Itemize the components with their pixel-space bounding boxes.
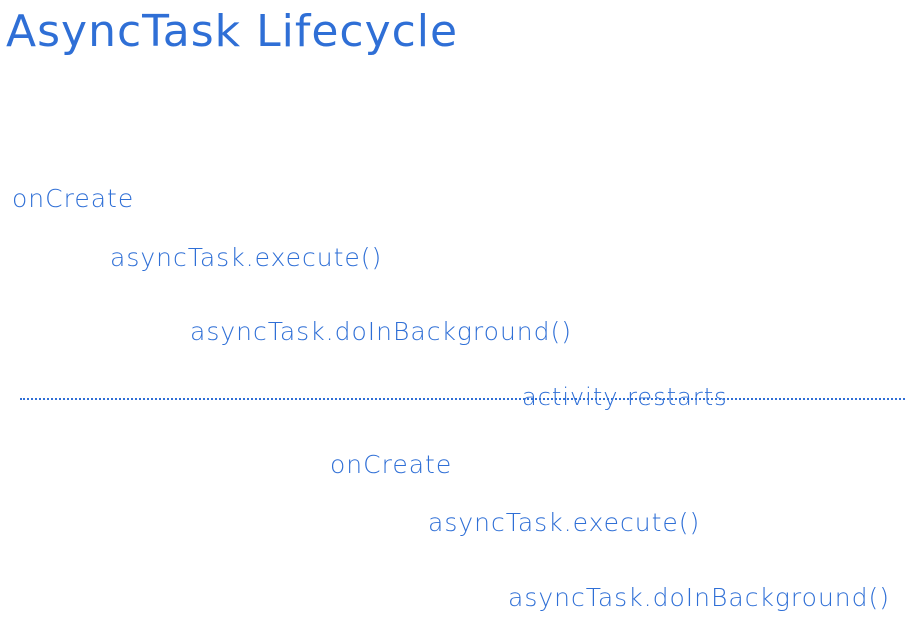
step-oncreate-second: onCreate bbox=[330, 450, 453, 479]
step-doinbackground-second: asyncTask.doInBackground() bbox=[508, 583, 891, 612]
step-execute-first: asyncTask.execute() bbox=[110, 243, 383, 272]
restart-divider-line bbox=[20, 398, 905, 400]
diagram-title: AsyncTask Lifecycle bbox=[6, 6, 459, 57]
activity-restarts-label: activity restarts bbox=[522, 383, 728, 411]
step-doinbackground-first: asyncTask.doInBackground() bbox=[190, 317, 573, 346]
step-execute-second: asyncTask.execute() bbox=[428, 508, 701, 537]
step-oncreate-first: onCreate bbox=[12, 184, 135, 213]
